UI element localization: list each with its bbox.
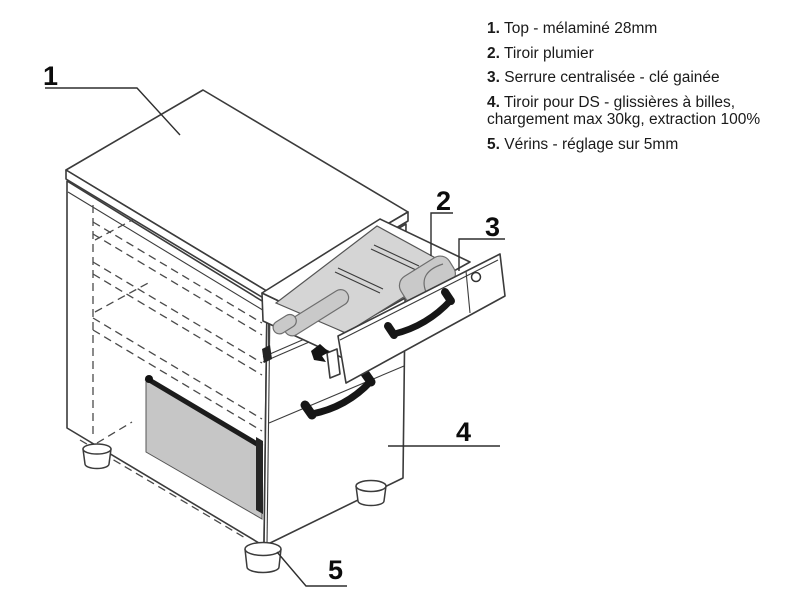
plumier-handle	[384, 288, 455, 339]
callout-5: 5	[328, 555, 343, 585]
slide-clip	[311, 344, 329, 362]
callout-4: 4	[456, 417, 471, 447]
top-joint-line	[67, 191, 267, 313]
callouts: 1 2 3 4 5	[43, 61, 505, 587]
slide-end-block	[262, 345, 272, 363]
foot-right	[355, 479, 387, 507]
legend-item-1: 1. Top - mélaminé 28mm	[487, 20, 787, 38]
slide-rail-vertical	[256, 437, 263, 514]
slide-bracket	[326, 348, 341, 379]
foot-front	[244, 541, 282, 574]
legend-item-4: 4. Tiroir pour DS - glissières à billes,…	[487, 94, 787, 129]
pen-groove	[283, 289, 350, 337]
legend-num: 2.	[487, 44, 500, 62]
interior-suspension-panel	[144, 375, 264, 520]
foot-back-left	[82, 443, 112, 470]
suspension-rail	[144, 375, 264, 450]
leader-line-2	[430, 212, 453, 256]
legend: 1. Top - mélaminé 28mm 2. Tiroir plumier…	[487, 20, 787, 160]
leader-line-1	[45, 87, 181, 136]
plumier-drawer	[261, 218, 506, 384]
leader-line-5	[276, 551, 347, 587]
leader-line-3	[458, 238, 505, 271]
legend-text: Tiroir pour DS - glissières à billes, ch…	[487, 93, 761, 129]
lock-icon	[470, 271, 482, 283]
cabinet-carcass	[66, 180, 407, 574]
legend-item-3: 3. Serrure centralisée - clé gainée	[487, 69, 787, 87]
legend-text: Vérins - réglage sur 5mm	[504, 135, 679, 153]
adjustable-feet	[82, 443, 387, 574]
legend-text: Tiroir plumier	[503, 44, 594, 62]
ds-drawer-handle	[300, 367, 376, 420]
legend-num: 4.	[487, 93, 500, 111]
legend-num: 3.	[487, 69, 500, 86]
drawer-front-panel	[337, 253, 506, 384]
ds-drawer-gap-line	[268, 365, 405, 424]
rail-end-clip	[145, 375, 153, 383]
small-compartment	[272, 313, 297, 335]
legend-text: Top - mélaminé 28mm	[503, 20, 658, 37]
legend-num: 5.	[487, 135, 500, 153]
tray-compartments	[272, 244, 456, 337]
callout-2: 2	[436, 186, 451, 216]
callout-1: 1	[43, 61, 58, 91]
legend-item-5: 5. Vérins - réglage sur 5mm	[487, 136, 787, 154]
front-endcap-line	[465, 270, 471, 314]
callout-3: 3	[485, 212, 500, 242]
legend-num: 1.	[487, 20, 500, 37]
legend-text: Serrure centralisée - clé gainée	[504, 69, 720, 86]
legend-item-2: 2. Tiroir plumier	[487, 45, 787, 63]
